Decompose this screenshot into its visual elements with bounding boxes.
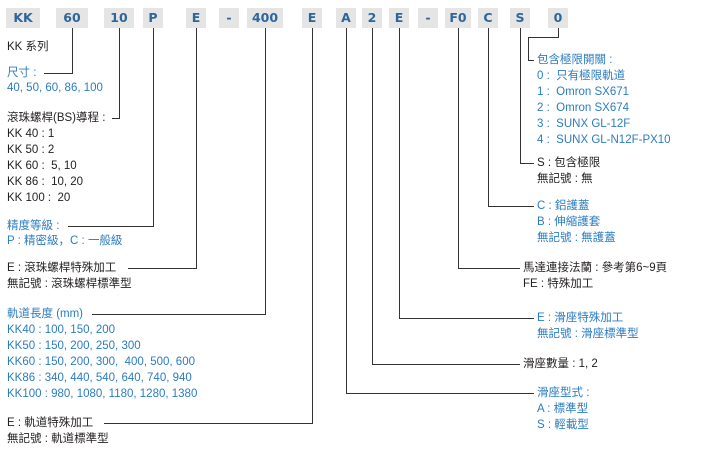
slider-type-item: A : 標準型 (537, 403, 589, 415)
cover-item: B : 伸縮護套 (537, 216, 601, 228)
cover-item: 無記號 : 無護蓋 (537, 232, 616, 244)
limit-switch-item: 1 : Omron SX671 (537, 86, 630, 98)
sensor-none: 無記號 : 無 (537, 173, 593, 185)
rail-machining-standard: 無記號 : 軌道標準型 (7, 433, 109, 445)
lead-item: KK 60 : 5, 10 (7, 160, 77, 172)
connector-slider-quantity (372, 28, 520, 365)
code-segment-series: KK (6, 8, 40, 28)
connector-sensor (520, 28, 534, 164)
code-segment-accuracy: P (143, 8, 163, 28)
code-segment-size: 60 (56, 8, 88, 28)
connector-rail-length (92, 28, 266, 315)
accuracy-title: 精度等級 : (7, 220, 60, 232)
lead-item: KK 40 : 1 (7, 128, 55, 140)
connector-cover (488, 28, 534, 207)
slider-machining-standard: 無記號 : 滑座標準型 (537, 328, 639, 340)
limit-switch-title: 包含極限開關 : (537, 54, 613, 66)
lead-item: KK 86 : 10, 20 (7, 176, 84, 188)
slider-machining-special: E : 滑座特殊加工 (537, 312, 624, 324)
code-segment-cover: C (478, 8, 498, 28)
rail-length-item: KK100 : 980, 1080, 1180, 1280, 1380 (7, 388, 198, 400)
connector-accuracy (68, 28, 154, 227)
rail-length-item: KK50 : 150, 200, 250, 300 (7, 340, 141, 352)
code-segment-separator-1: - (219, 8, 239, 28)
lead-title: 滾珠螺桿(BS)導程 : (7, 112, 106, 124)
lead-item: KK 50 : 2 (7, 144, 55, 156)
code-segment-motor-flange: F0 (445, 8, 471, 28)
size-values: 40, 50, 60, 86, 100 (7, 82, 103, 94)
code-segment-screw-machining: E (186, 8, 206, 28)
cover-item: C : 鋁護蓋 (537, 200, 590, 212)
limit-switch-item: 3 : SUNX GL-12F (537, 118, 631, 130)
code-segment-separator-2: - (418, 8, 438, 28)
rail-length-item: KK40 : 100, 150, 200 (7, 324, 116, 336)
code-segment-slider-type: A (336, 8, 356, 28)
limit-switch-item: 2 : Omron SX674 (537, 102, 630, 114)
series-label: KK 系列 (7, 41, 49, 53)
motor-flange-reference: 馬達連接法蘭 : 參考第6~9頁 (523, 262, 668, 274)
rail-machining-special: E : 軌道特殊加工 (7, 417, 94, 429)
code-segment-rail-machining: E (302, 8, 322, 28)
sensor-included: S : 包含極限 (537, 157, 601, 169)
connector-rail-machining (104, 28, 313, 424)
code-segment-limit-switch: 0 (548, 8, 568, 28)
rail-length-item: KK86 : 340, 440, 540, 640, 740, 940 (7, 372, 192, 384)
connector-screw-machining (128, 28, 197, 269)
code-segment-lead: 10 (104, 8, 134, 28)
connector-size (44, 28, 73, 74)
connector-slider-machining (399, 28, 534, 319)
limit-switch-item: 4 : SUNX GL-N12F-PX10 (537, 134, 671, 146)
lead-item: KK 100 : 20 (7, 192, 71, 204)
code-segment-rail-length: 400 (247, 8, 283, 28)
size-title: 尺寸 : (7, 67, 37, 79)
screw-machining-standard: 無記號 : 滾珠螺桿標準型 (7, 278, 132, 290)
motor-flange-special: FE : 特殊加工 (523, 278, 594, 290)
slider-type-item: S : 輕載型 (537, 419, 589, 431)
slider-type-title: 滑座型式 : (537, 387, 590, 399)
screw-machining-special: E : 滾珠螺桿特殊加工 (7, 262, 117, 274)
slider-quantity-label: 滑座數量 : 1, 2 (523, 358, 598, 370)
code-segment-slider-machining: E (389, 8, 409, 28)
connector-motor-flange (458, 28, 520, 269)
limit-switch-item: 0 : 只有極限軌道 (537, 70, 626, 82)
connector-lead (112, 28, 120, 119)
rail-length-item: KK60 : 150, 200, 300, 400, 500, 600 (7, 356, 195, 368)
connector-slider-type (346, 28, 534, 394)
accuracy-values: P : 精密級，C : 一般級 (7, 235, 123, 247)
code-segment-sensor: S (510, 8, 530, 28)
rail-length-title: 軌道長度 (mm) (7, 308, 84, 320)
code-segment-slider-quantity: 2 (362, 8, 382, 28)
connector-limit-switch (528, 28, 559, 61)
